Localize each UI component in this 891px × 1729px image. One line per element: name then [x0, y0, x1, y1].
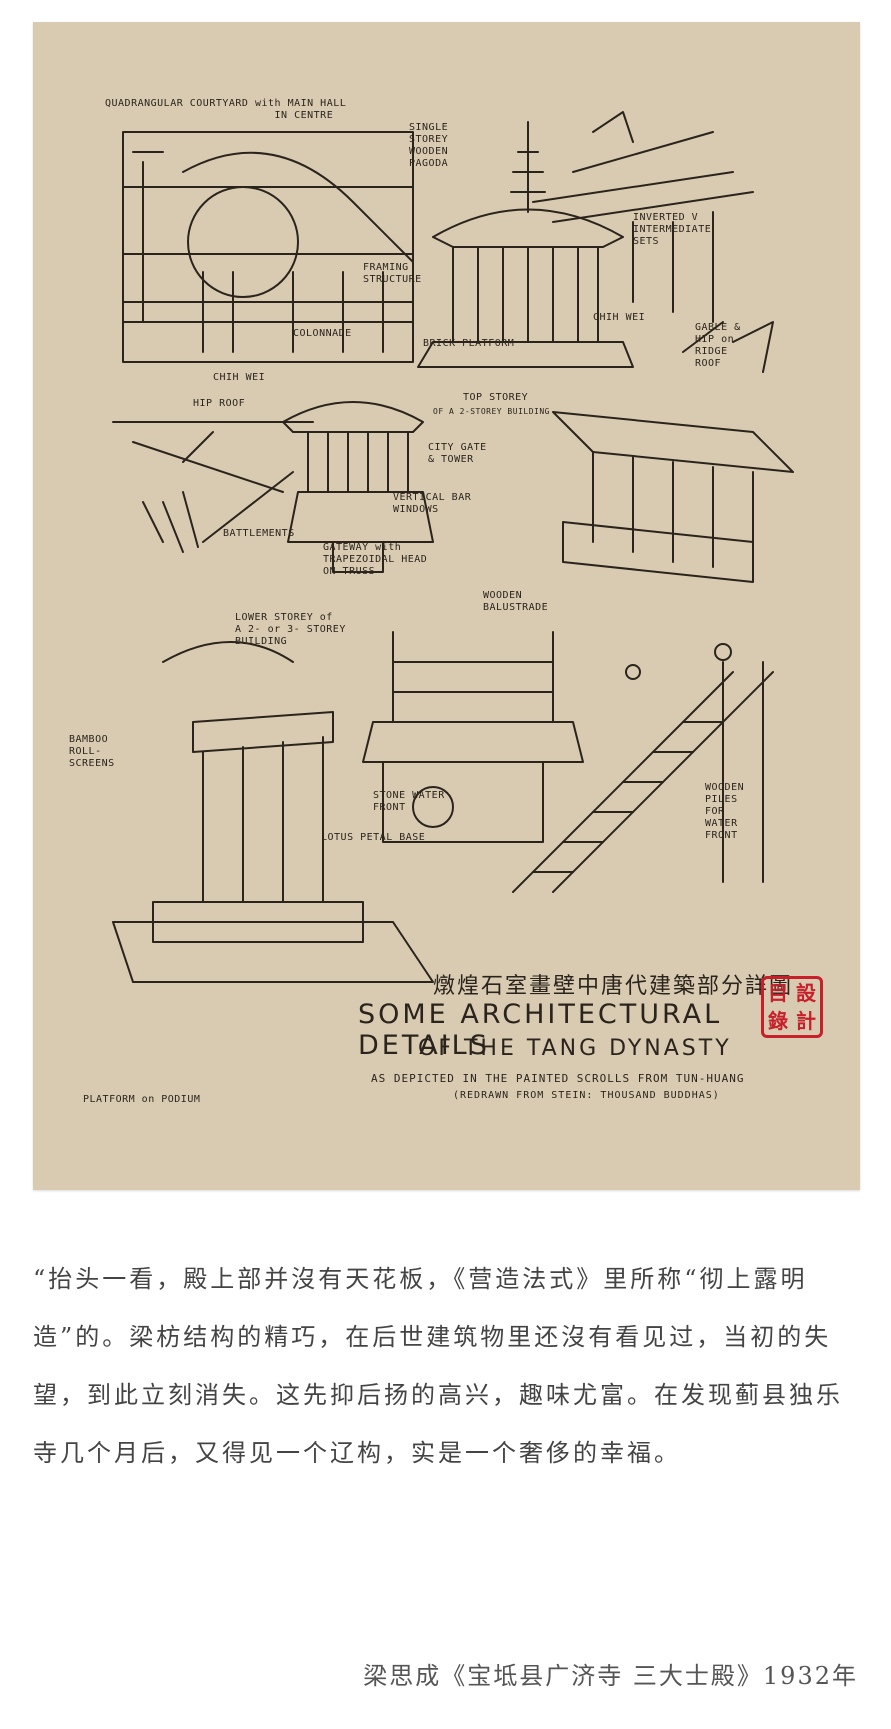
label-pagoda: SINGLE STOREY WOODEN PAGODA: [409, 122, 449, 169]
label-gable: GABLE & HIP on RIDGE ROOF: [695, 322, 741, 369]
label-battlements: BATTLEMENTS: [223, 528, 295, 539]
label-hip-roof: HIP ROOF: [193, 398, 246, 409]
label-platform: PLATFORM on PODIUM: [83, 1094, 201, 1105]
label-top-storey: TOP STOREY: [463, 392, 529, 403]
architectural-drawing: QUADRANGULAR COURTYARD with MAIN HALL IN…: [33, 22, 860, 1190]
label-lower-storey: LOWER STOREY of A 2- or 3- STOREY BUILDI…: [235, 612, 346, 647]
red-seal-stamp: 目 設 錄 計: [761, 976, 823, 1038]
label-balustrade: WOODEN BALUSTRADE: [483, 590, 549, 613]
label-lotus: LOTUS PETAL BASE: [321, 832, 426, 843]
pagoda-sketch: [417, 121, 634, 368]
label-top-storey-sub: OF A 2-STOREY BUILDING: [433, 407, 550, 416]
label-inverted-v: INVERTED V INTERMEDIATE SETS: [633, 212, 712, 247]
label-framing: FRAMING STRUCTURE: [363, 262, 422, 285]
drawing-subtitle-2: (REDRAWN FROM STEIN: THOUSAND BUDDHAS): [453, 1090, 720, 1101]
label-gateway: GATEWAY with TRAPEZOIDAL HEAD ON TRUSS: [323, 542, 428, 577]
label-colonnade: COLONNADE: [293, 328, 352, 339]
seal-char: 錄: [768, 1009, 788, 1033]
label-wooden-piles: WOODEN PILES FOR WATER FRONT: [705, 782, 745, 841]
seal-char: 計: [796, 1009, 816, 1033]
lower-storey-sketch: [112, 641, 434, 983]
stairs-sketch: [512, 643, 774, 893]
drawing-title-cn: 燉煌石室畫壁中唐代建築部分詳圖: [433, 974, 794, 999]
label-city-gate: CITY GATE & TOWER: [428, 442, 487, 465]
seal-char: 目: [768, 981, 788, 1005]
seal-char: 設: [796, 981, 816, 1005]
label-chih-wei-1: CHIH WEI: [593, 312, 646, 323]
city-gate-sketch: [282, 401, 434, 573]
top-storey-sketch: [552, 321, 794, 583]
label-courtyard: QUADRANGULAR COURTYARD with MAIN HALL IN…: [105, 98, 347, 121]
drawing-sketch: [112, 111, 794, 983]
drawing-title-en-2: OF THE TANG DYNASTY: [418, 1036, 732, 1061]
hip-roof-sketch: [112, 421, 314, 553]
drawing-subtitle-1: AS DEPICTED IN THE PAINTED SCROLLS FROM …: [371, 1072, 745, 1085]
label-vertical-bar: VERTICAL BAR WINDOWS: [393, 492, 472, 515]
label-chih-wei-2: CHIH WEI: [213, 372, 266, 383]
balustrade-sketch: [362, 631, 584, 843]
label-brick-platform: BRICK PLATFORM: [423, 338, 515, 349]
attribution-caption: 梁思成《宝坻县广济寺 三大士殿》1932年: [363, 1662, 858, 1690]
bracket-sketch: [532, 111, 754, 323]
body-paragraph: “抬头一看，殿上部并沒有天花板，《营造法式》里所称“彻上露明造”的。梁枋结构的精…: [33, 1250, 863, 1482]
label-stone-water: STONE WATER FRONT: [373, 790, 445, 813]
drawing-title-en-1: SOME ARCHITECTURAL DETAILS: [358, 999, 723, 1061]
paragraph-text: “抬头一看，殿上部并沒有天花板，《营造法式》里所称“彻上露明造”的。梁枋结构的精…: [33, 1265, 843, 1467]
courtyard-sketch: [122, 131, 414, 363]
label-bamboo: BAMBOO ROLL- SCREENS: [69, 734, 115, 769]
